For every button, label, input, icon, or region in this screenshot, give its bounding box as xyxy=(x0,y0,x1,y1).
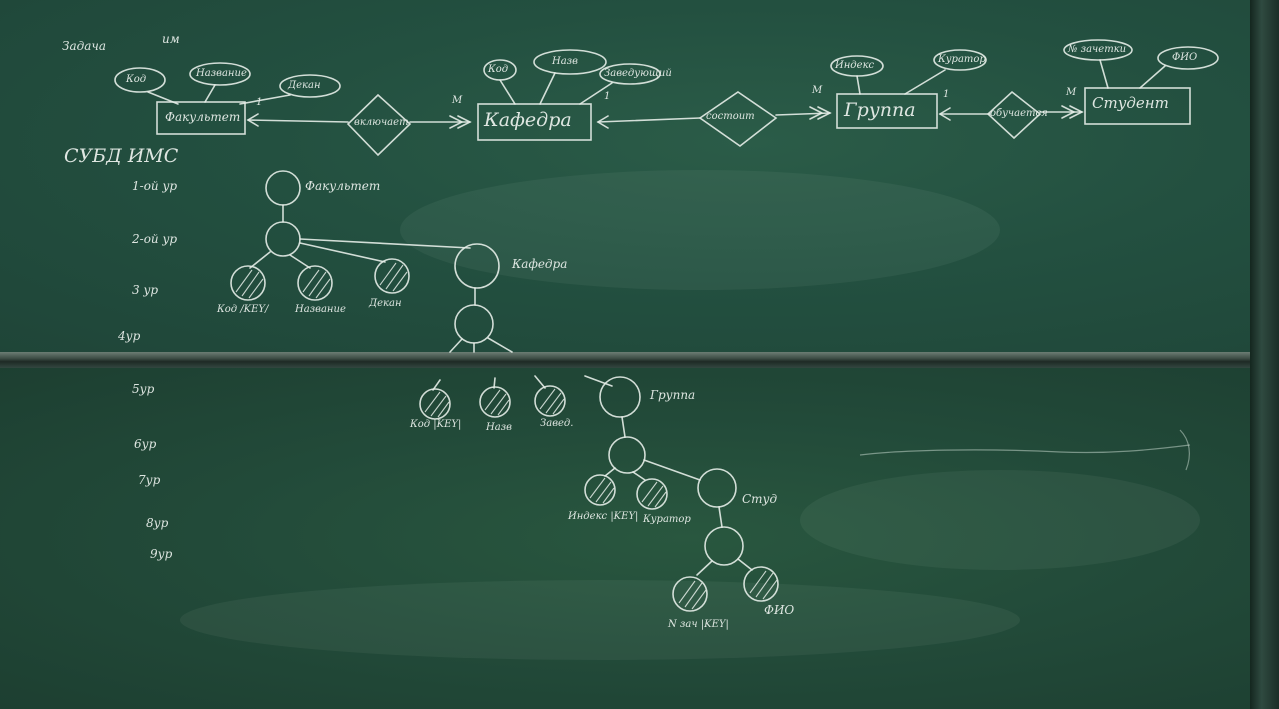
tree-node xyxy=(608,436,646,474)
field-label: Куратор xyxy=(643,514,691,525)
task-title: Задача xyxy=(62,39,107,53)
entity-box-group xyxy=(836,93,938,129)
tree-node xyxy=(704,526,744,566)
erased-writing xyxy=(859,444,1191,456)
attr-label: Название xyxy=(196,68,247,79)
cardinality: M xyxy=(452,95,463,106)
field-label: Название xyxy=(295,304,346,315)
attr-label: Назв xyxy=(552,56,578,67)
attr-label: Индекс xyxy=(835,60,875,71)
attr-oval xyxy=(933,49,987,71)
field-label: N зач |KEY| xyxy=(668,619,729,630)
dbms-title: СУБД ИМС xyxy=(64,145,179,167)
tree-node-student xyxy=(697,468,737,508)
rel-label: включает xyxy=(354,117,409,128)
attr-label: Код xyxy=(488,64,509,75)
erase-smear xyxy=(800,470,1200,570)
attr-oval xyxy=(533,49,607,75)
attr-oval xyxy=(1157,46,1219,70)
entity-box-student xyxy=(1084,87,1191,125)
erase-smear xyxy=(180,580,1020,660)
tree-label-faculty: Факультет xyxy=(305,179,381,193)
rel-diamond xyxy=(698,91,778,147)
cardinality: 1 xyxy=(943,89,950,100)
level-label: 9ур xyxy=(150,547,173,561)
field-label: ФИО xyxy=(764,603,795,617)
cardinality: M xyxy=(812,85,823,96)
entity-label-faculty: Факультет xyxy=(165,110,241,124)
tree-leaf-hatched xyxy=(479,386,511,418)
entity-label-group: Группа xyxy=(844,99,916,121)
tree-node xyxy=(265,221,301,257)
tree-node-department xyxy=(454,243,500,289)
rel-label: состоит xyxy=(706,111,755,122)
attr-oval xyxy=(114,67,166,93)
tree-node-group xyxy=(599,376,641,418)
tree-leaf-hatched xyxy=(374,258,410,294)
tree-leaf-hatched xyxy=(743,566,779,602)
board-rail xyxy=(0,352,1258,368)
board-frame xyxy=(1250,0,1279,709)
level-label: 2-ой ур xyxy=(132,232,178,246)
attr-label: ФИО xyxy=(1172,52,1198,63)
tree-leaf-hatched xyxy=(297,265,333,301)
level-label: 5ур xyxy=(132,382,155,396)
erase-smear xyxy=(400,170,1000,290)
tree-leaf-hatched xyxy=(672,576,708,612)
attr-label: № зачетки xyxy=(1068,44,1127,55)
tree-leaf-hatched xyxy=(230,265,266,301)
board-panel-top xyxy=(0,0,1250,355)
tree-leaf-hatched xyxy=(636,478,668,510)
board-panel-bottom xyxy=(0,366,1250,709)
field-label: Код |KEY| xyxy=(410,419,462,430)
task-extra: им xyxy=(162,32,180,46)
tree-label-group: Группа xyxy=(650,388,696,402)
field-label: Декан xyxy=(369,298,402,309)
attr-label: Код xyxy=(126,74,147,85)
tree-node xyxy=(454,304,494,344)
attr-oval xyxy=(189,62,251,86)
entity-label-student: Студент xyxy=(1092,94,1169,112)
level-label: 1-ой ур xyxy=(132,179,178,193)
level-label: 4ур xyxy=(118,329,141,343)
cardinality: M xyxy=(1066,87,1077,98)
level-label: 8ур xyxy=(146,516,169,530)
level-label: 7ур xyxy=(138,473,161,487)
rel-diamond xyxy=(986,90,1042,140)
erased-writing xyxy=(1179,429,1190,471)
tree-leaf-hatched xyxy=(584,474,616,506)
attr-oval xyxy=(599,63,661,85)
tree-node-root xyxy=(265,170,301,206)
field-label: Код /KEY/ xyxy=(217,304,269,315)
entity-box-faculty xyxy=(156,101,246,135)
tree-label-department: Кафедра xyxy=(512,257,568,271)
field-label: Индекс |KEY| xyxy=(568,511,639,522)
attr-label: Декан xyxy=(288,80,321,91)
tree-leaf-hatched xyxy=(534,385,566,417)
rel-label: обучается xyxy=(990,108,1048,119)
tree-label-student: Студ xyxy=(742,492,778,506)
cardinality: 1 xyxy=(256,97,263,108)
entity-label-department: Кафедра xyxy=(484,109,572,131)
level-label: 3 ур xyxy=(132,283,159,297)
attr-oval xyxy=(1063,39,1133,61)
attr-oval xyxy=(279,74,341,98)
field-label: Завед. xyxy=(540,418,574,429)
rel-diamond xyxy=(346,93,412,157)
field-label: Назв xyxy=(486,422,512,433)
entity-box-department xyxy=(477,103,592,141)
attr-label: Заведующий xyxy=(604,68,672,79)
attr-label: Куратор xyxy=(938,54,986,65)
level-label: 6ур xyxy=(134,437,157,451)
tree-leaf-hatched xyxy=(419,388,451,420)
cardinality: 1 xyxy=(604,91,611,102)
